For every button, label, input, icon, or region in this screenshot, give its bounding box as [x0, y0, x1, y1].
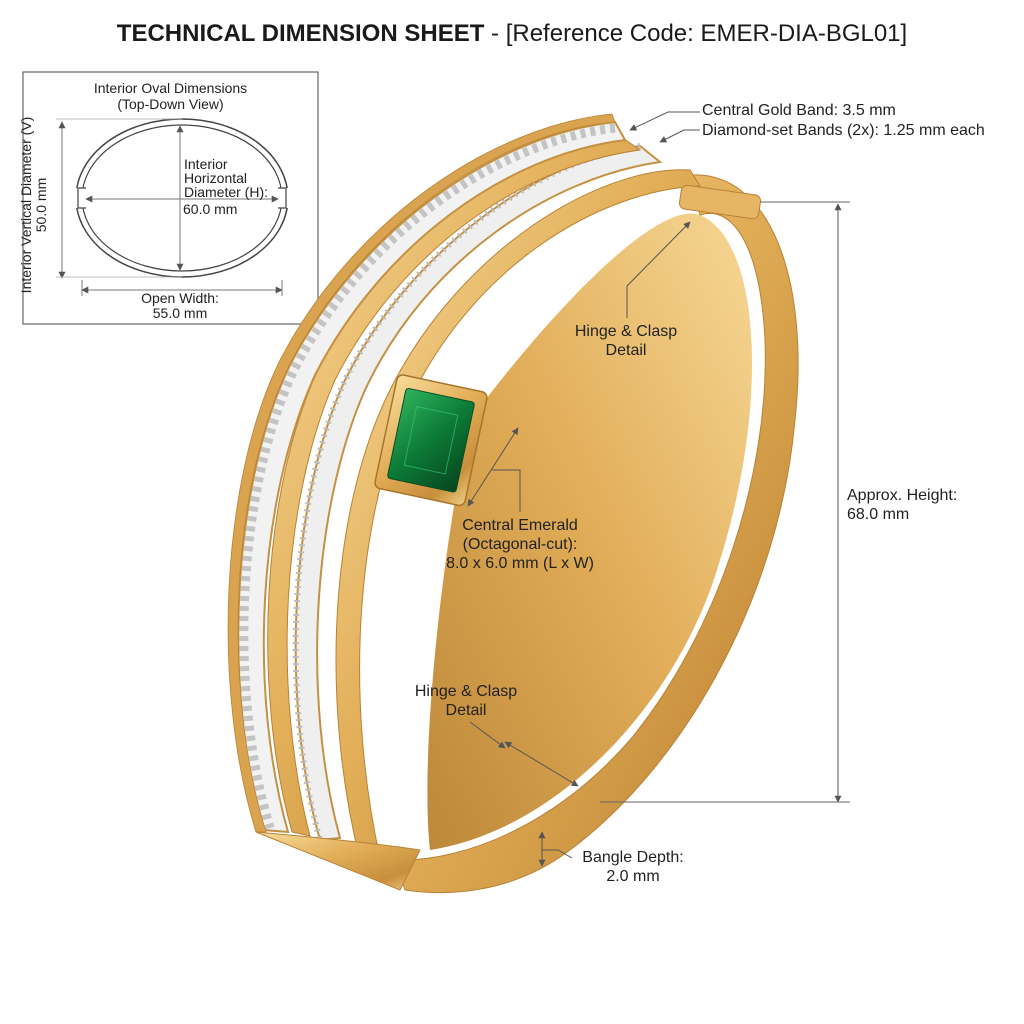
inset-vertical-label-text: Interior Vertical Diameter (V)	[18, 116, 34, 294]
leader-diamond-bands	[659, 129, 700, 143]
inset-title-line2: (Top-Down View)	[117, 96, 224, 112]
leader-hinge-top	[626, 221, 691, 318]
emerald-line2: (Octagonal-cut):	[462, 536, 578, 553]
emerald-line3: 8.0 x 6.0 mm (L x W)	[446, 555, 594, 572]
inset-horizontal-line1: Interior	[184, 156, 228, 172]
emerald-label: Central Emerald (Octagonal-cut): 8.0 x 6…	[424, 516, 616, 573]
page-title: TECHNICAL DIMENSION SHEET - [Reference C…	[0, 20, 1024, 48]
title-reference: - [Reference Code: EMER-DIA-BGL01]	[484, 20, 908, 47]
height-label: Approx. Height: 68.0 mm	[847, 486, 957, 524]
leader-emerald	[492, 469, 521, 512]
bangle-interior	[427, 213, 753, 851]
emerald-line1: Central Emerald	[462, 517, 578, 534]
hinge-top-label: Hinge & Clasp Detail	[556, 322, 696, 360]
title-bold: TECHNICAL DIMENSION SHEET	[116, 20, 485, 47]
central-emerald	[374, 374, 488, 507]
depth-value: 2.0 mm	[606, 868, 660, 885]
leader-central-gold-band	[629, 111, 700, 131]
inset-opening-left	[74, 188, 86, 208]
inset-opening-right	[278, 188, 290, 208]
diamond-band-outer	[237, 120, 627, 834]
inset-open-width-value: 55.0 mm	[152, 305, 208, 321]
inset-hinge-right	[278, 187, 287, 209]
hinge-bottom-dim	[504, 741, 579, 787]
hinge-top-line1: Hinge & Clasp	[574, 323, 678, 340]
leader-hinge-bottom	[469, 721, 506, 749]
emerald-dim-line	[467, 427, 519, 507]
hinge-bottom-label: Hinge & Clasp Detail	[396, 682, 536, 720]
inset-open-width-label: Open Width:	[141, 290, 219, 306]
inset-title: Interior Oval Dimensions (Top-Down View)	[23, 80, 318, 112]
inset-horizontal-line2: Horizontal	[184, 170, 248, 186]
depth-label: Bangle Depth: 2.0 mm	[568, 848, 698, 886]
hinge-bottom-line2: Detail	[445, 702, 487, 719]
inset-horizontal-label: Interior Horizontal Diameter (H):	[184, 157, 268, 199]
bottom-hinge-section	[255, 831, 421, 891]
hinge-top-line2: Detail	[605, 342, 647, 359]
inset-title-line1: Interior Oval Dimensions	[93, 80, 248, 96]
bangle-right-rim	[394, 174, 799, 894]
inset-vertical-label: Interior Vertical Diameter (V) 50.0 mm	[18, 95, 49, 315]
height-value: 68.0 mm	[847, 506, 910, 523]
height-label-text: Approx. Height:	[847, 487, 958, 504]
inset-hinge-left	[77, 187, 86, 209]
top-hinge	[678, 184, 762, 220]
leader-depth	[542, 849, 573, 859]
central-gold-band-label: Central Gold Band: 3.5 mm	[702, 102, 896, 119]
inset-vertical-value: 50.0 mm	[33, 177, 49, 233]
inset-horizontal-line3: Diameter (H):	[184, 184, 269, 200]
depth-label-text: Bangle Depth:	[582, 849, 684, 866]
hinge-bottom-line1: Hinge & Clasp	[414, 683, 518, 700]
inset-horizontal-value: 60.0 mm	[183, 201, 238, 217]
diamond-bands-label: Diamond-set Bands (2x): 1.25 mm each	[702, 122, 985, 139]
inset-open-width: Open Width: 55.0 mm	[100, 291, 260, 321]
